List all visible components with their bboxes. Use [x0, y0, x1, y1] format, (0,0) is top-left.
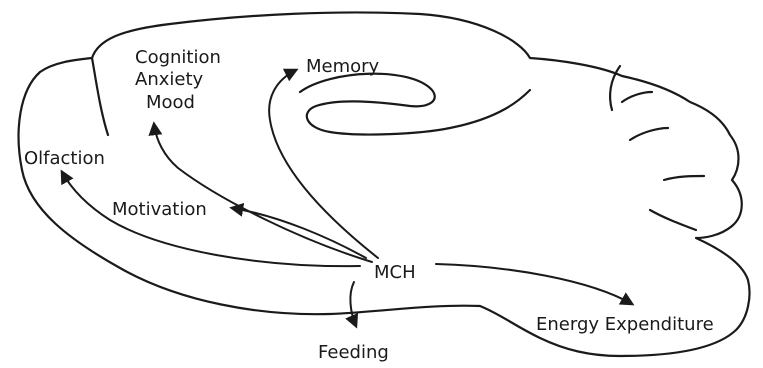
label-mood: Mood [146, 92, 195, 113]
arrow-to-energy-expenditure [436, 264, 632, 304]
label-memory: Memory [306, 56, 380, 77]
arrow-to-cognition [154, 124, 372, 262]
arrow-to-motivation [232, 208, 366, 258]
arrow-to-feeding [350, 282, 356, 326]
label-motivation: Motivation [112, 199, 207, 220]
label-anxiety: Anxiety [135, 69, 204, 90]
label-mch: MCH [374, 262, 416, 283]
label-energy-expenditure: Energy Expenditure [536, 314, 714, 335]
brain-outline [19, 12, 750, 356]
label-olfaction: Olfaction [24, 148, 105, 169]
arrow-to-olfaction [62, 172, 360, 266]
label-cognition: Cognition [135, 47, 221, 68]
label-feeding: Feeding [318, 342, 389, 363]
